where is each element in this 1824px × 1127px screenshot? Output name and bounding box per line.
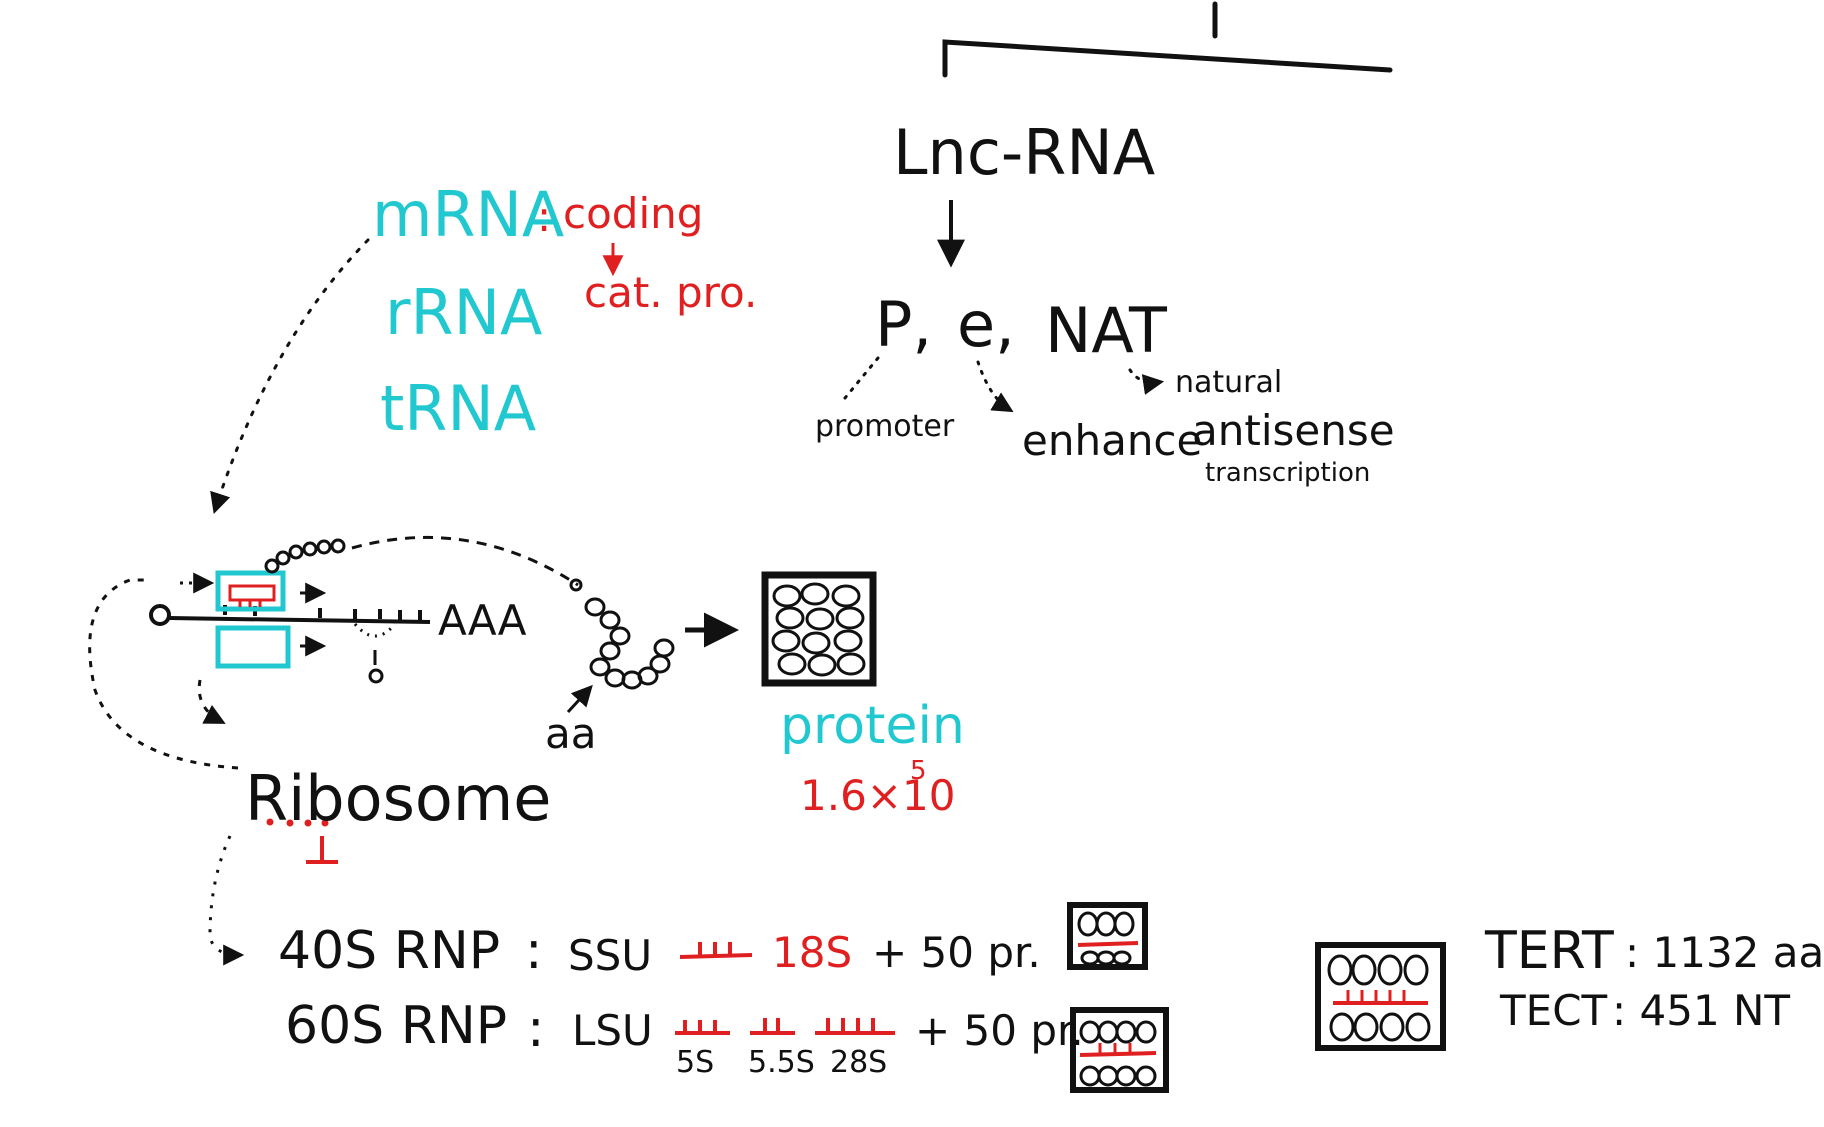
nat-line3: transcription [1205, 458, 1371, 488]
lnc-rna-title: Lnc-RNA [893, 116, 1156, 189]
lsu-box [1070, 1007, 1169, 1093]
tree-bracket [942, 1, 1393, 78]
protein-exponent: 5 [910, 756, 927, 786]
rrna-28s-label: 28S [830, 1045, 888, 1080]
rrna-60s-glyphs [675, 1018, 895, 1035]
ribo40-ssu: SSU [568, 931, 653, 980]
rrna-5-8s-label: 5.5S [748, 1045, 815, 1080]
rrna-label: rRNA [385, 276, 543, 349]
protein-block [761, 571, 877, 687]
lnc-branches [843, 356, 1165, 413]
aa-label: aa [545, 709, 597, 758]
ribosome-loop [88, 578, 239, 770]
mrna-strand [149, 604, 431, 684]
ribo60-colon: : [527, 999, 545, 1059]
rrna-5s-label: 5S [676, 1045, 715, 1080]
folding-polypeptide [584, 597, 675, 690]
p-label: P, [875, 288, 933, 361]
ribo40-proteins: + 50 pr. [872, 928, 1041, 977]
mrna-colon: : [537, 192, 552, 241]
cat-pro-label: cat. pro. [584, 268, 758, 317]
chain-release-arc [351, 535, 583, 592]
nat-line2: antisense [1192, 406, 1395, 455]
ribo40-colon: : [525, 921, 543, 981]
rrna-18s-glyph [679, 942, 753, 959]
ribosome-to-40s-arrow [208, 835, 245, 966]
tert-label: TERT [1485, 921, 1614, 981]
ribo40-name: 40S RNP [278, 921, 501, 981]
nat-label: NAT [1045, 294, 1167, 367]
tect-label: TECT [1500, 986, 1608, 1035]
enhance-label: enhance [1022, 416, 1203, 465]
trna-label: tRNA [380, 372, 537, 445]
promoter-label: promoter [815, 409, 955, 444]
ribo60-proteins: + 50 pr. [915, 1006, 1084, 1055]
protein-count: 1.6×10 [800, 771, 956, 820]
aa-arrow [566, 684, 593, 714]
ribosome-inhibitor [266, 818, 338, 864]
e-label: e, [957, 288, 1015, 361]
rrna-18s-label: 18S [772, 928, 853, 977]
ribosome-label: Ribosome [245, 762, 552, 835]
telomerase-box [1315, 942, 1446, 1051]
tert-value: : 1132 aa [1625, 928, 1824, 977]
ssu-box [1067, 902, 1148, 970]
mrna-label: mRNA [372, 178, 565, 251]
nascent-chain [264, 538, 346, 574]
ribo60-name: 60S RNP [285, 996, 508, 1056]
poly-a-tail: AAA [438, 596, 527, 645]
nat-line1: natural [1175, 365, 1283, 400]
coding-label: coding [563, 189, 704, 238]
tect-value: : 451 NT [1612, 986, 1791, 1035]
protein-label: protein [780, 696, 965, 756]
mrna-dotted-arrow [210, 238, 370, 514]
ribo60-lsu: LSU [572, 1006, 653, 1055]
ribosome-on-mrna [180, 570, 327, 669]
